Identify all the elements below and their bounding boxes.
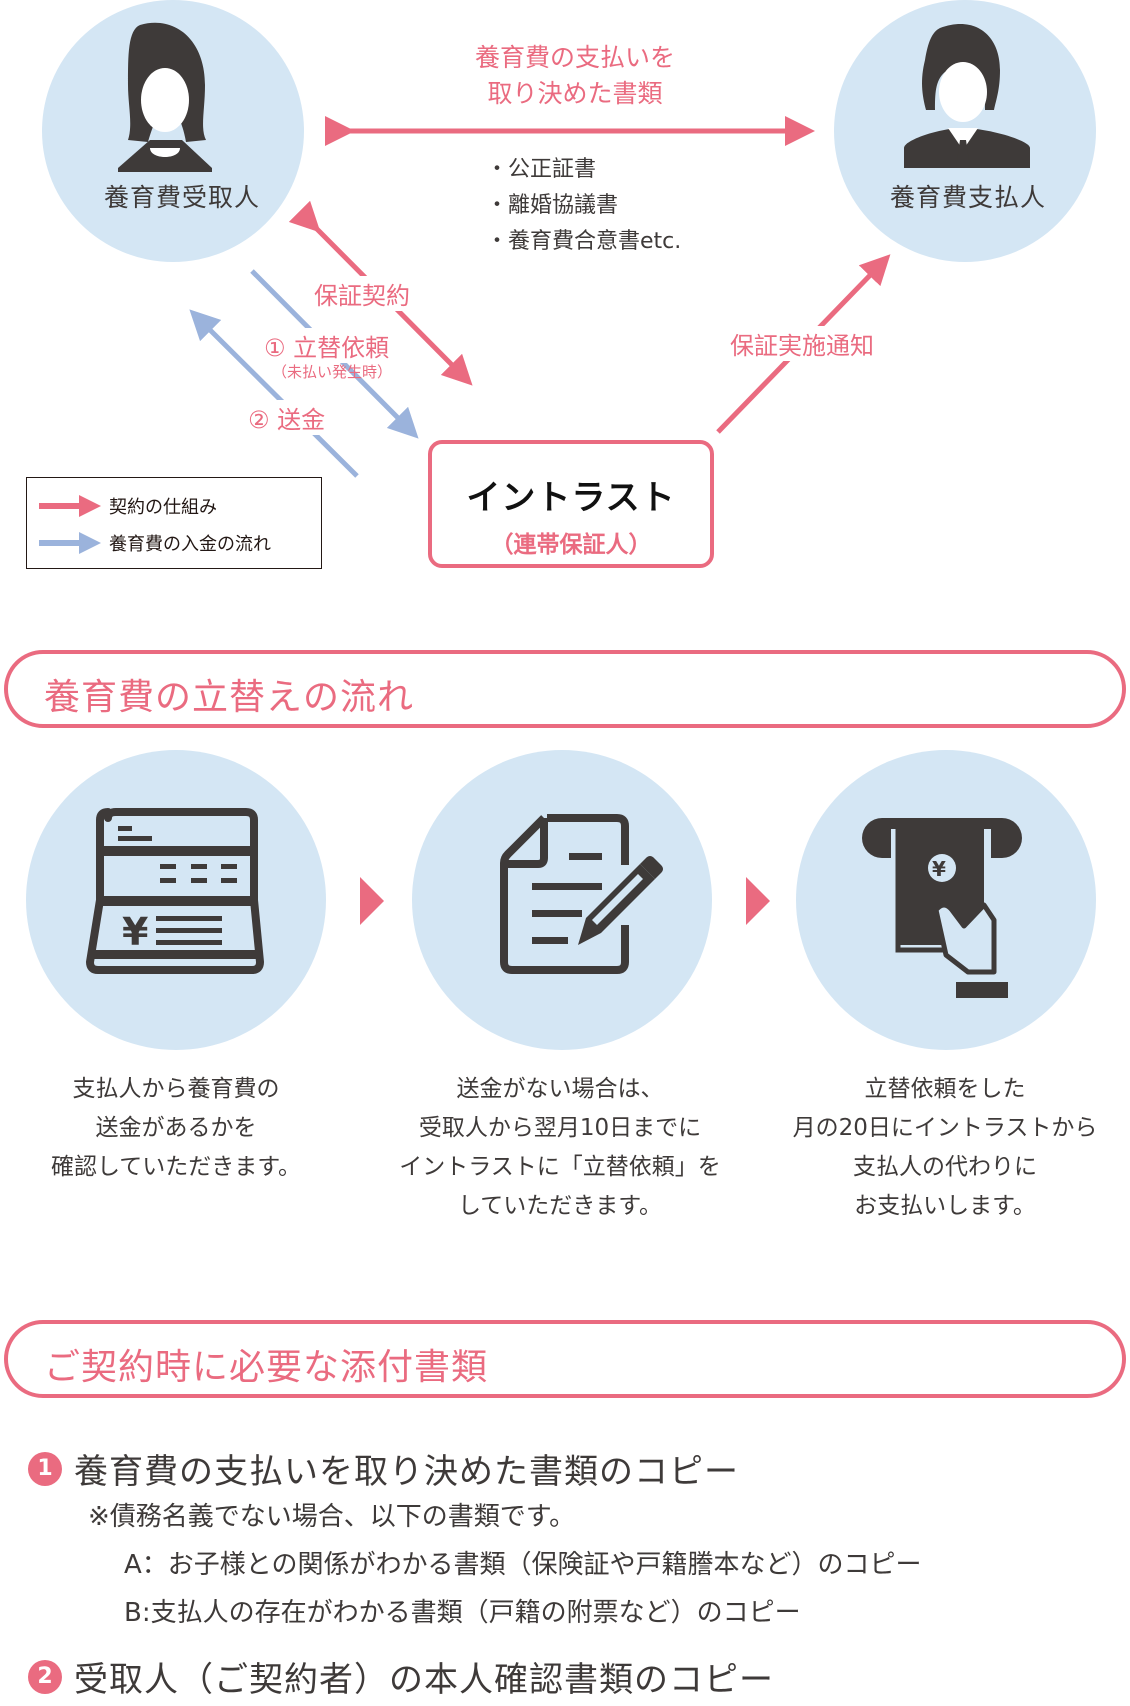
bank-passbook-yen-icon: ¥ xyxy=(86,808,264,974)
number-badge: 2 xyxy=(28,1659,62,1694)
document-item-1: 1 養育費の支払いを取り決めた書類のコピー xyxy=(28,1444,739,1493)
woman-avatar-icon xyxy=(118,22,212,172)
remittance-arrow xyxy=(189,309,359,478)
atm-cash-hand-icon: ¥ xyxy=(862,818,1022,998)
receiver-label: 養育費受取人 xyxy=(103,183,260,212)
guarantor-name: イントラスト xyxy=(466,478,676,518)
legend: 契約の仕組み 養育費の入金の流れ xyxy=(26,477,322,569)
blue-arrow-icon xyxy=(39,532,101,554)
text-line: 支払人の代わりに xyxy=(853,1154,1037,1180)
document-sub-item-b: B:支払人の存在がわかる書類（戸籍の附票など）のコピー xyxy=(124,1598,801,1628)
text-line: お支払いします。 xyxy=(854,1193,1036,1219)
pink-arrow-icon xyxy=(39,495,101,517)
guarantor-role: （連帯保証人） xyxy=(490,532,652,558)
yen-note-glyph: ¥ xyxy=(932,857,946,881)
doc-example: ・公正証書 xyxy=(486,157,597,182)
legend-item-contract: 契約の仕組み xyxy=(39,491,217,521)
text-line: イントラストに「立替依頼」を xyxy=(399,1154,721,1180)
agreement-doc-title-line1: 養育費の支払いを xyxy=(474,43,675,72)
text-line: していただきます。 xyxy=(457,1193,662,1219)
flow-step-1-text: 支払人から養育費の 送金があるかを 確認していただきます。 xyxy=(0,1070,356,1187)
flow-next-arrow xyxy=(746,877,770,925)
agreement-doc-examples: ・公正証書 ・離婚協議書 ・養育費合意書etc. xyxy=(486,152,681,260)
flow-step-2 xyxy=(412,750,712,1050)
diagram-arrows xyxy=(118,22,1030,478)
text-line: 送金がない場合は、 xyxy=(456,1076,664,1102)
payer-label: 養育費支払人 xyxy=(889,183,1046,212)
text-line: 月の20日にイントラストから xyxy=(792,1115,1098,1141)
doc-example: ・離婚協議書 xyxy=(486,193,619,218)
request-note-label: （未払い発生時） xyxy=(272,363,393,381)
man-avatar-icon xyxy=(904,24,1030,168)
flow-step-1: ¥ xyxy=(26,750,326,1050)
text-line: 受取人から翌月10日までに xyxy=(418,1115,702,1141)
text-line: 確認していただきます。 xyxy=(50,1154,301,1180)
request-label: ① 立替依頼 xyxy=(262,328,392,363)
guarantee-contract-label: 保証契約 xyxy=(312,276,412,311)
document-item-2: 2 受取人（ご契約者）の本人確認書類のコピー xyxy=(28,1652,774,1701)
legend-label: 契約の仕組み xyxy=(109,497,217,518)
flow-step-3: ¥ xyxy=(796,750,1096,1050)
flow-section-header: 養育費の立替えの流れ xyxy=(4,650,1126,728)
guarantor-box: イントラスト （連帯保証人） xyxy=(428,440,714,568)
text-line: 支払人から養育費の xyxy=(72,1076,280,1102)
remittance-label: ② 送金 xyxy=(246,400,328,435)
flow-step-2-text: 送金がない場合は、 受取人から翌月10日までに イントラストに「立替依頼」を し… xyxy=(380,1070,740,1226)
document-sub-item-a: A：お子様との関係がわかる書類（保険証や戸籍謄本など）のコピー xyxy=(124,1550,922,1580)
number-badge: 1 xyxy=(28,1451,62,1486)
text-line: 立替依頼をした xyxy=(864,1076,1026,1102)
doc-example: ・養育費合意書etc. xyxy=(486,229,682,254)
text-line: 送金があるかを xyxy=(95,1115,257,1141)
guarantee-notice-label: 保証実施通知 xyxy=(728,326,876,361)
document-item-title: 養育費の支払いを取り決めた書類のコピー xyxy=(74,1452,739,1492)
flow-section-title: 養育費の立替えの流れ xyxy=(44,677,415,718)
flow-next-arrow xyxy=(360,877,384,925)
document-item-note: ※債務名義でない場合、以下の書類です。 xyxy=(88,1502,576,1532)
document-item-title: 受取人（ご契約者）の本人確認書類のコピー xyxy=(74,1660,774,1700)
flow-step-3-text: 立替依頼をした 月の20日にイントラストから 支払人の代わりに お支払いします。 xyxy=(765,1070,1125,1226)
agreement-doc-title-line2: 取り決めた書類 xyxy=(487,79,663,108)
agreement-doc-title: 養育費の支払いを 取り決めた書類 xyxy=(440,40,710,112)
yen-glyph: ¥ xyxy=(122,910,148,954)
legend-item-payment-flow: 養育費の入金の流れ xyxy=(39,528,271,558)
document-pencil-icon xyxy=(500,814,663,974)
documents-section-title: ご契約時に必要な添付書類 xyxy=(44,1347,489,1388)
legend-label: 養育費の入金の流れ xyxy=(109,534,271,555)
documents-section-header: ご契約時に必要な添付書類 xyxy=(4,1320,1126,1398)
